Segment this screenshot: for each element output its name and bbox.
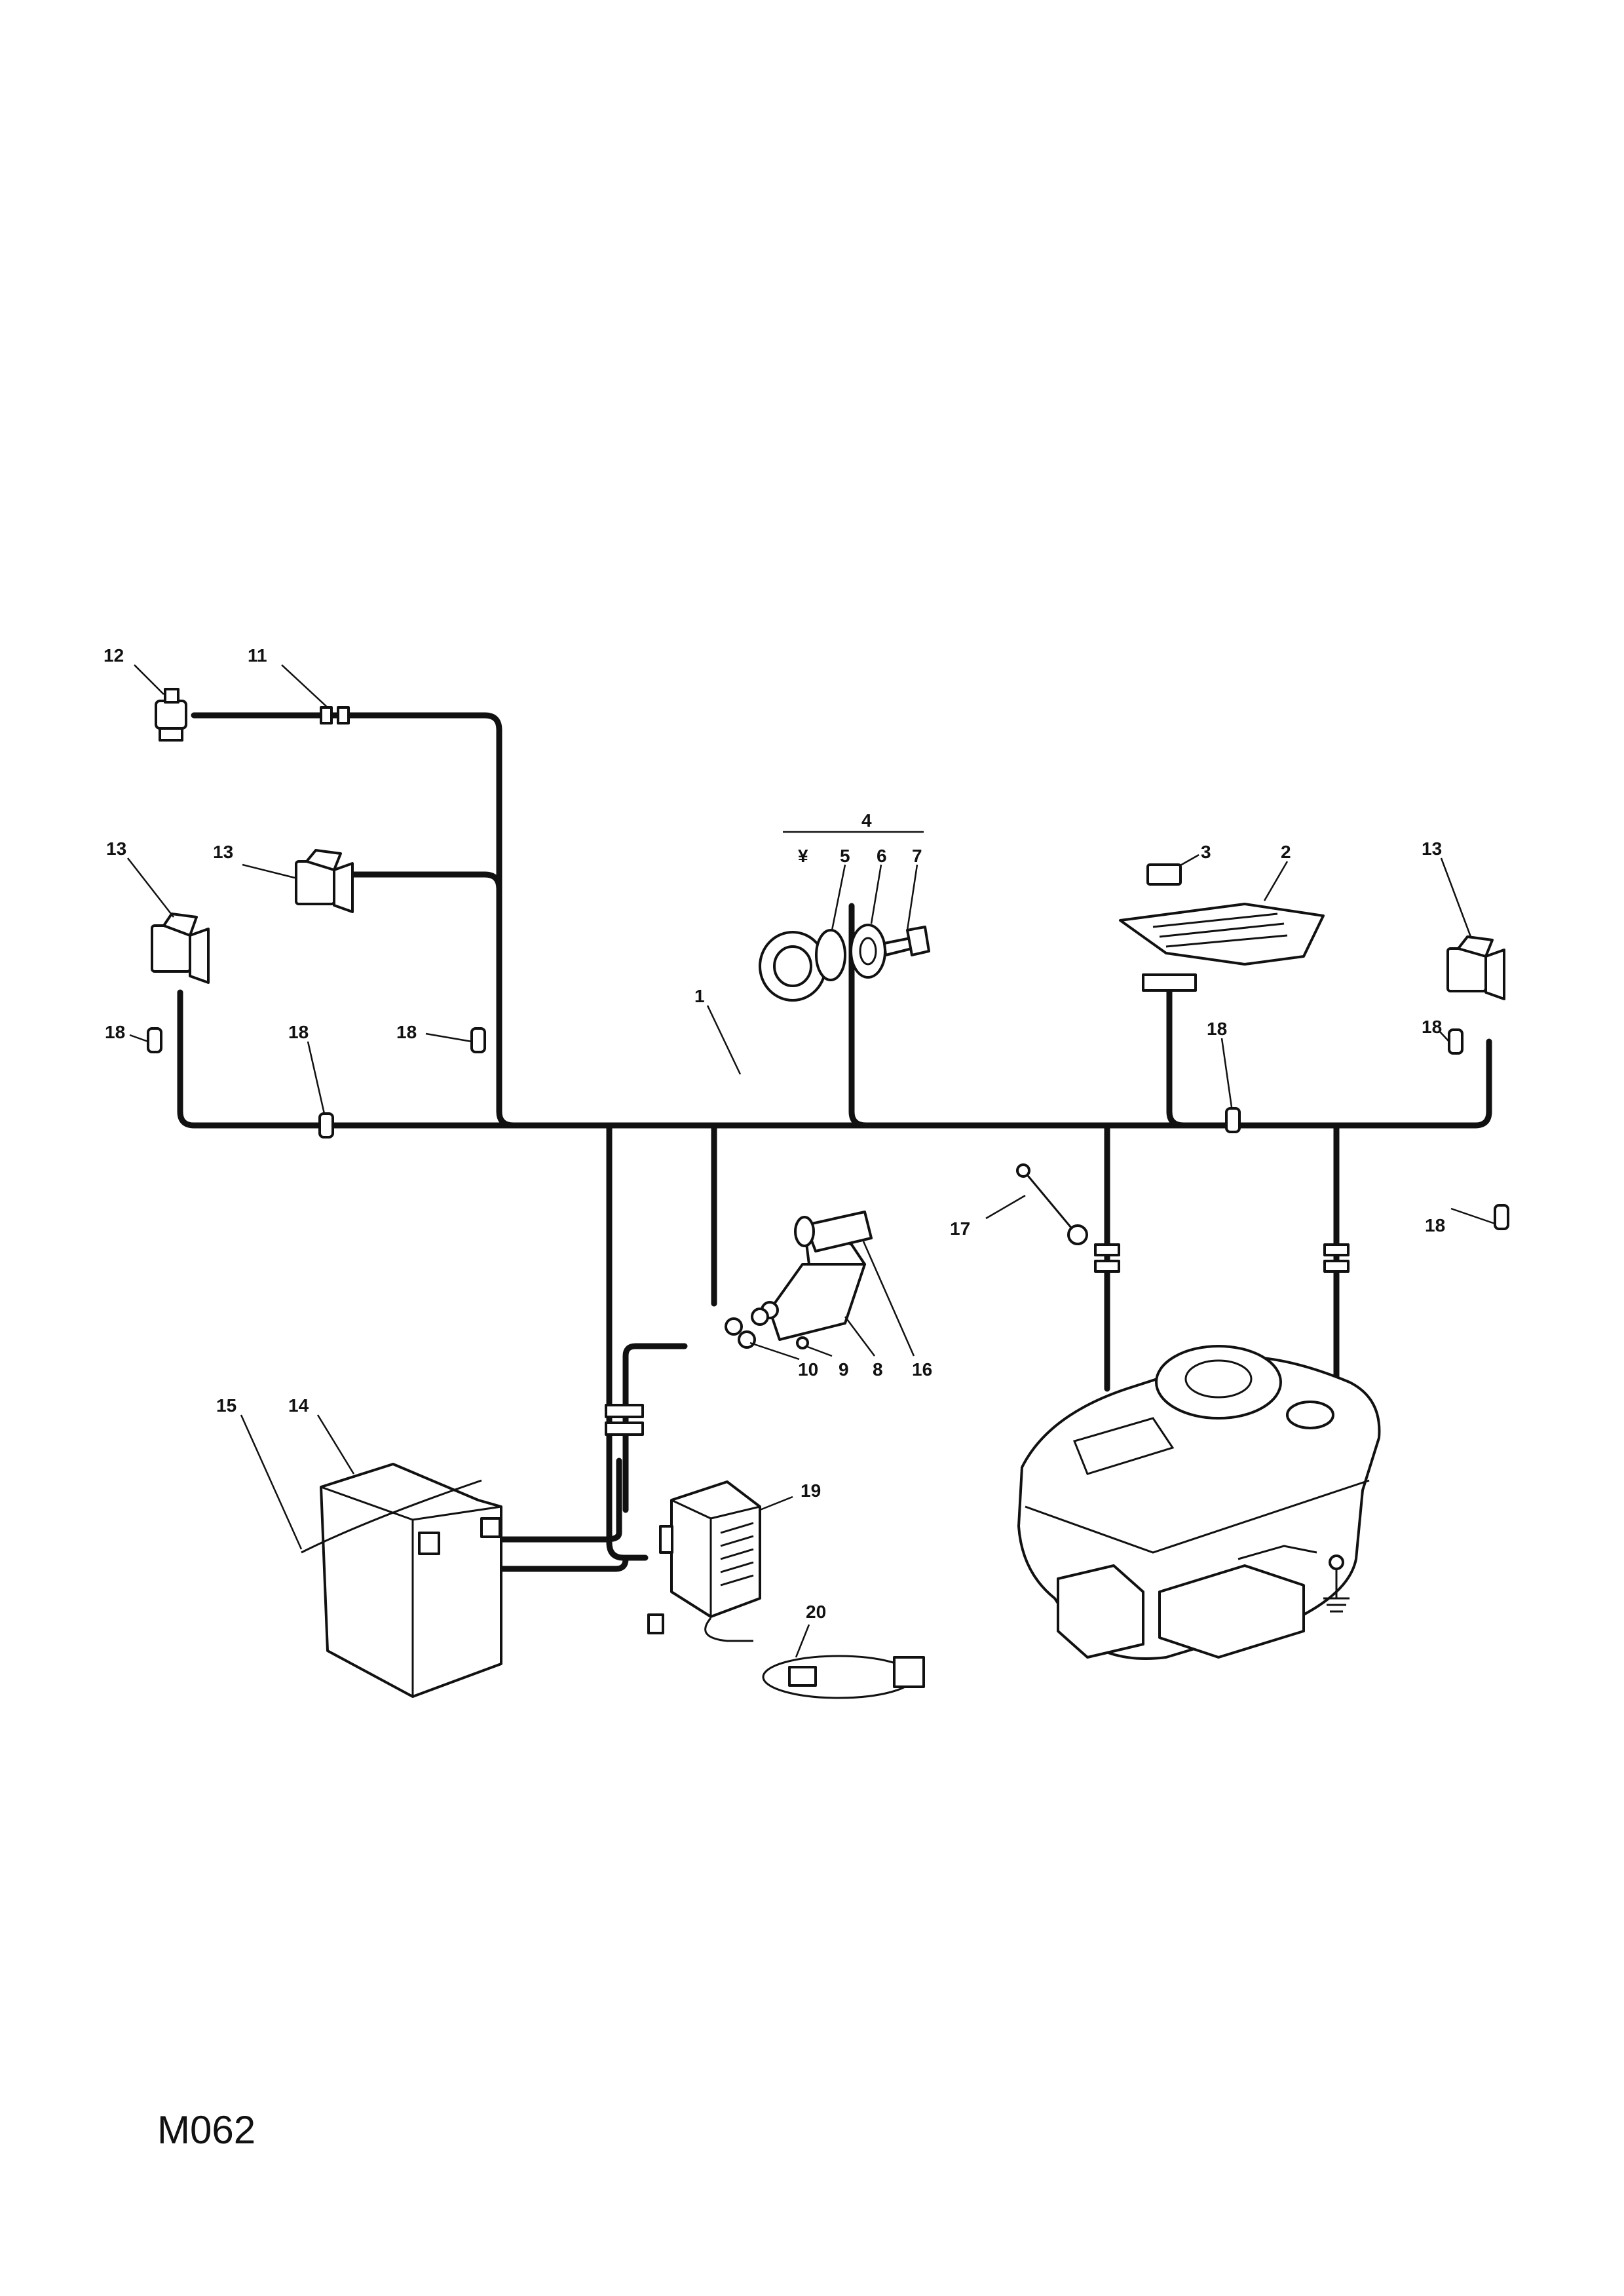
callout-2: 2 xyxy=(1281,842,1291,862)
callout-13-right: 13 xyxy=(1422,838,1442,859)
wiring-harness xyxy=(177,706,1492,1634)
callout-18-a: 18 xyxy=(105,1022,125,1042)
callout-18-b: 18 xyxy=(288,1022,309,1042)
part-19-battery-charger xyxy=(659,1480,761,1618)
callout-6: 6 xyxy=(877,846,887,866)
part-13-switch-right xyxy=(1446,935,1505,1000)
callout-14: 14 xyxy=(288,1395,309,1416)
callout-10: 10 xyxy=(798,1359,818,1380)
callout-9: 9 xyxy=(839,1359,849,1380)
callout-labels: 1 2 3 4 ¥ 5 6 7 8 9 10 11 12 13 13 13 14… xyxy=(104,645,1445,2152)
callout-17: 17 xyxy=(950,1218,970,1239)
callout-18-c: 18 xyxy=(396,1022,417,1042)
callout-20: 20 xyxy=(806,1602,826,1622)
part-15-battery-strap xyxy=(301,1479,482,1554)
part-18-clips xyxy=(147,1027,1509,1230)
engine xyxy=(1017,1345,1381,1660)
callout-12: 12 xyxy=(104,645,124,666)
callout-7: 7 xyxy=(912,846,922,866)
callout-18-f: 18 xyxy=(1425,1215,1445,1235)
callout-18-d: 18 xyxy=(1207,1019,1227,1039)
callout-5: 5 xyxy=(840,846,850,866)
part-8-solenoid xyxy=(725,1234,866,1349)
callout-16: 16 xyxy=(912,1359,932,1380)
part-4-ignition-switch-assembly xyxy=(759,924,930,1002)
part-2-circuit-board xyxy=(1119,903,1325,966)
callout-4-sub: ¥ xyxy=(798,846,808,866)
part-13-switch-left xyxy=(151,913,210,984)
part-12-switch xyxy=(155,688,187,742)
part-17-ground-lead xyxy=(1016,1163,1088,1245)
part-13-switch-upper xyxy=(295,849,354,913)
callout-18-e: 18 xyxy=(1422,1017,1442,1037)
part-20-mains-lead xyxy=(704,1617,925,1699)
leader-lines xyxy=(127,664,1496,1658)
callout-3: 3 xyxy=(1201,842,1211,862)
part-3-relay xyxy=(1146,863,1182,886)
part-14-battery xyxy=(320,1463,502,1698)
diagram-code: M062 xyxy=(157,2108,255,2152)
callout-1: 1 xyxy=(694,986,705,1006)
callout-19: 19 xyxy=(801,1480,821,1501)
callout-13-upper: 13 xyxy=(213,842,233,862)
callout-11: 11 xyxy=(248,645,267,666)
callout-4: 4 xyxy=(861,810,872,831)
part-16-solenoid-cover xyxy=(794,1211,873,1252)
callout-8: 8 xyxy=(873,1359,883,1380)
callout-13-left: 13 xyxy=(106,838,126,859)
callout-15: 15 xyxy=(216,1395,236,1416)
